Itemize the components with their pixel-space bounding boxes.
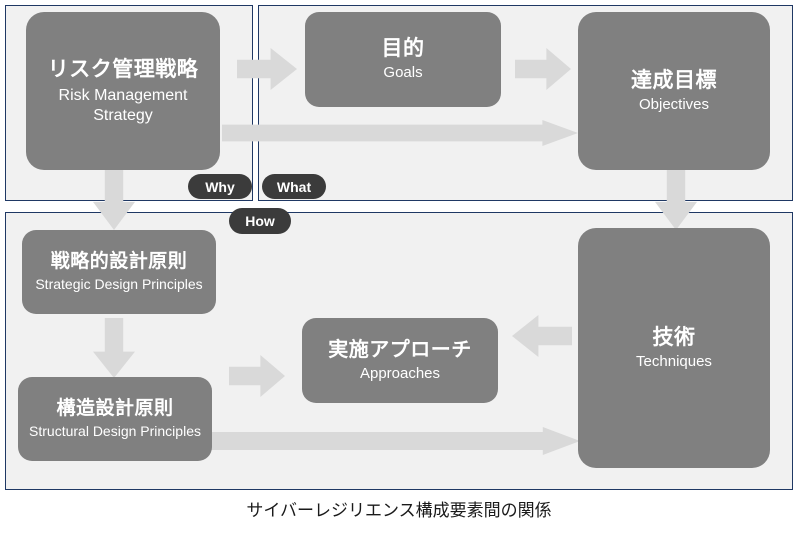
node-techniques[interactable]: 技術 Techniques: [578, 228, 770, 468]
node-risk-management-strategy[interactable]: リスク管理戦略 Risk Management Strategy: [26, 12, 220, 170]
node-approaches-label-jp: 実施アプローチ: [328, 338, 472, 361]
node-structural-design-principles[interactable]: 構造設計原則 Structural Design Principles: [18, 377, 212, 461]
node-strategic-design-principles-label-en: Strategic Design Principles: [35, 275, 203, 292]
node-approaches[interactable]: 実施アプローチ Approaches: [302, 318, 498, 403]
node-approaches-label-en: Approaches: [359, 364, 441, 382]
node-objectives-label-en: Objectives: [638, 95, 710, 113]
node-techniques-label-en: Techniques: [636, 352, 712, 370]
node-goals[interactable]: 目的 Goals: [305, 12, 501, 107]
node-risk-management-strategy-label-jp: リスク管理戦略: [47, 57, 199, 81]
node-risk-management-strategy-label-en: Risk Management Strategy: [58, 87, 188, 124]
node-strategic-design-principles[interactable]: 戦略的設計原則 Strategic Design Principles: [22, 230, 216, 314]
node-techniques-label-jp: 技術: [652, 325, 696, 349]
badge-how: How: [229, 208, 291, 234]
node-objectives-label-jp: 達成目標: [631, 68, 717, 92]
badge-what: What: [262, 174, 326, 199]
node-structural-design-principles-label-en: Structural Design Principles: [29, 422, 201, 439]
node-goals-label-en: Goals: [383, 64, 423, 82]
node-strategic-design-principles-label-jp: 戦略的設計原則: [50, 251, 188, 273]
diagram-caption: サイバーレジリエンス構成要素間の関係: [246, 501, 552, 521]
node-objectives[interactable]: 達成目標 Objectives: [578, 12, 770, 170]
node-structural-design-principles-label-jp: 構造設計原則: [56, 398, 174, 420]
node-goals-label-jp: 目的: [381, 37, 425, 61]
badge-why: Why: [188, 174, 252, 199]
